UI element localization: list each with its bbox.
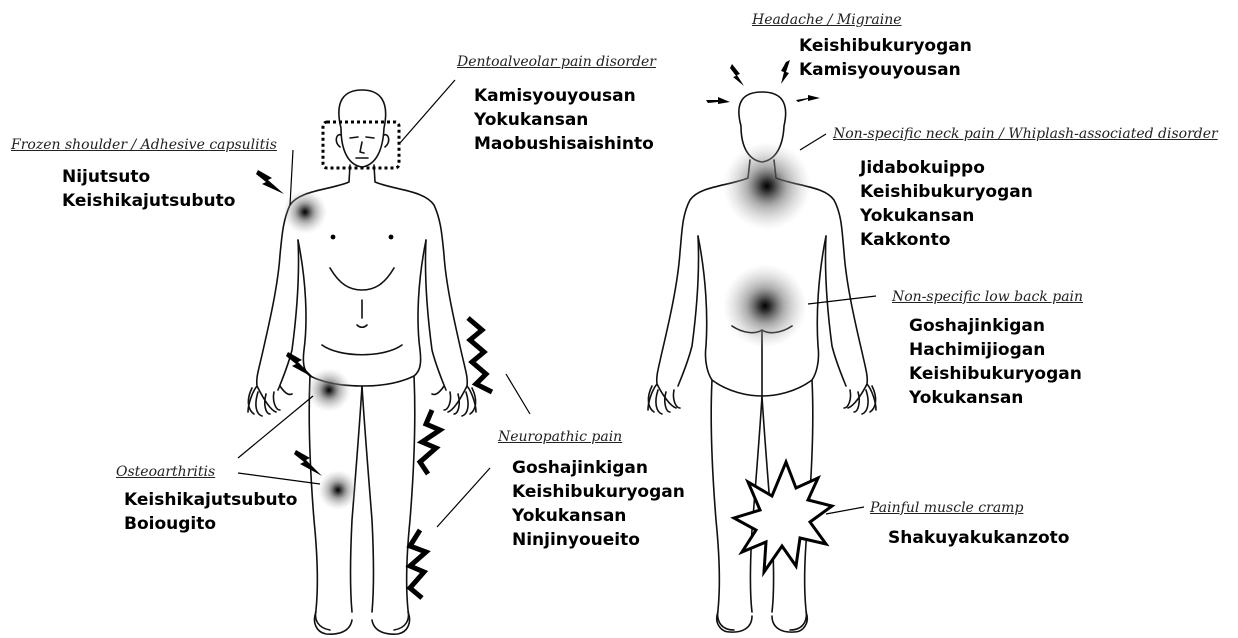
muscle-cramp-heading: Painful muscle cramp [870,500,1023,516]
drug-label: Hachimijiogan [909,338,1082,362]
muscle-cramp-drug-list: Shakuyakukanzoto [888,526,1069,550]
drug-label: Keishikajutsubuto [62,189,235,213]
drug-label: Kamisyouyousan [799,58,972,82]
drug-label: Yokukansan [512,504,685,528]
front-head [339,90,386,167]
low-back-pain-drug-list: Goshajinkigan Hachimijiogan Keishibukury… [909,314,1082,410]
drug-label: Yokukansan [860,204,1033,228]
drug-label: Keishibukuryogan [799,34,972,58]
headache-drug-list: Keishibukuryogan Kamisyouyousan [799,34,972,82]
drug-label: Goshajinkigan [909,314,1082,338]
drug-label: Jidabokuippo [860,156,1033,180]
frozen-shoulder-drug-list: Nijutsuto Keishikajutsubuto [62,165,235,213]
knee-pain-spot [318,470,358,510]
drug-label: Kakkonto [860,228,1033,252]
neck-pain-drug-list: Jidabokuippo Keishibukuryogan Yokukansan… [860,156,1033,252]
frozen-shoulder-heading: Frozen shoulder / Adhesive capsulitis [11,137,277,153]
osteoarthritis-drug-list: Keishikajutsubuto Boiougito [124,488,297,536]
drug-label: Shakuyakukanzoto [888,526,1069,550]
drug-label: Boiougito [124,512,297,536]
headache-heading: Headache / Migraine [752,12,902,28]
hip-pain-spot [307,368,351,412]
drug-label: Yokukansan [909,386,1082,410]
drug-label: Nijutsuto [62,165,235,189]
drug-label: Maobushisaishinto [474,132,654,156]
low-back-pain-heading: Non-specific low back pain [892,289,1083,305]
drug-label: Yokukansan [474,108,654,132]
neuropathic-pain-heading: Neuropathic pain [498,429,622,445]
neuropathic-zigzags [410,318,492,598]
lowback-pain-spot [723,264,807,348]
drug-label: Keishibukuryogan [909,362,1082,386]
drug-label: Ninjinyoueito [512,528,685,552]
muscle-cramp-burst [734,462,832,572]
front-body [248,90,476,634]
drug-label: Goshajinkigan [512,456,685,480]
drug-label: Kamisyouyousan [474,84,654,108]
shoulder-pain-spot [283,190,327,234]
dentoalveolar-drug-list: Kamisyouyousan Yokukansan Maobushisaishi… [474,84,654,156]
neck-pain-heading: Non-specific neck pain / Whiplash-associ… [833,126,1218,142]
drug-label: Keishibukuryogan [512,480,685,504]
neck-pain-spot [723,142,811,230]
neuropathic-pain-drug-list: Goshajinkigan Keishibukuryogan Yokukansa… [512,456,685,552]
drug-label: Keishibukuryogan [860,180,1033,204]
dentoalveolar-heading: Dentoalveolar pain disorder [457,54,656,70]
osteoarthritis-heading: Osteoarthritis [116,464,215,480]
drug-label: Keishikajutsubuto [124,488,297,512]
